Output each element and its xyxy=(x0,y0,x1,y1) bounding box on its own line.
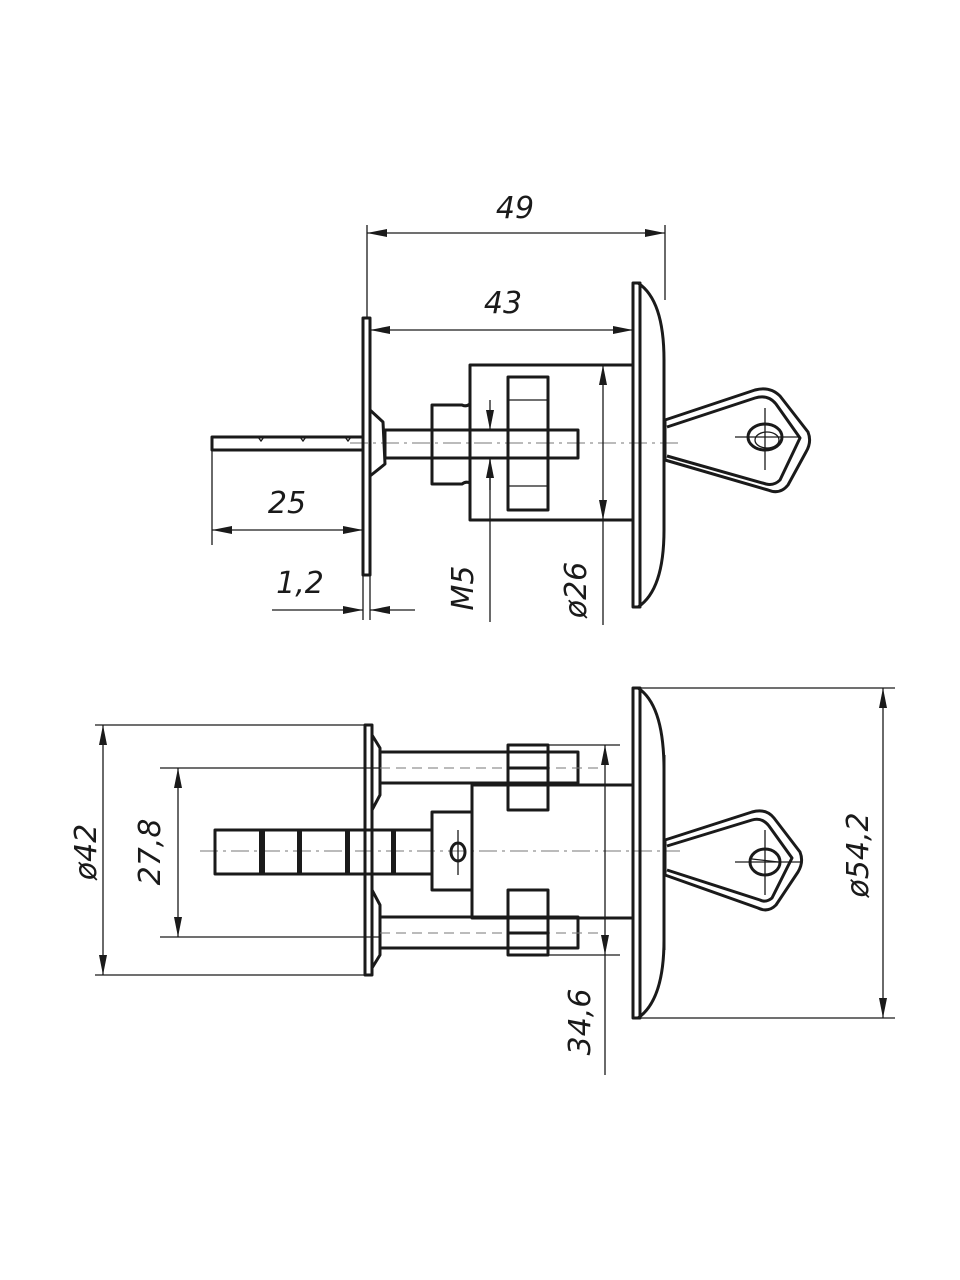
nuts xyxy=(506,743,550,957)
lock-body xyxy=(468,363,633,522)
dimension-label: ø26 xyxy=(559,562,594,620)
dimension-d54-2: ø54,2 xyxy=(640,687,895,1019)
square-rod xyxy=(213,828,434,876)
cam-gear xyxy=(506,375,550,512)
dimension-43: 43 xyxy=(370,286,633,334)
dimension-label: ø54,2 xyxy=(841,812,876,898)
key xyxy=(663,809,804,912)
front-flange xyxy=(631,686,666,1020)
dimension-label: 27,8 xyxy=(133,819,168,886)
dimension-label: 49 xyxy=(496,191,534,226)
dimension-label: ø42 xyxy=(69,824,104,882)
dimension-label: M5 xyxy=(446,566,481,611)
dimension-label: 43 xyxy=(484,286,522,321)
dimension-label: 34,6 xyxy=(563,989,598,1056)
dimension-1-2: 1,2 xyxy=(272,566,415,620)
top-view: 49 43 25 1,2 M5 ø26 xyxy=(210,191,812,625)
key xyxy=(663,387,812,494)
dimension-d42: ø42 xyxy=(69,724,365,976)
latch-block xyxy=(430,810,474,892)
dimension-34-6: 34,6 xyxy=(548,744,620,1075)
dimension-d26: ø26 xyxy=(559,365,607,625)
dimension-27-8: 27,8 xyxy=(133,767,380,938)
mounting-plate xyxy=(361,316,372,577)
dimension-25: 25 xyxy=(211,450,363,545)
dimension-m5: M5 xyxy=(446,400,494,622)
hex-nut xyxy=(430,402,472,486)
latch-rod xyxy=(210,435,365,452)
threaded-shaft xyxy=(383,428,580,460)
front-flange xyxy=(631,281,666,609)
bottom-view: ø42 27,8 34,6 ø54,2 xyxy=(69,686,895,1075)
dimension-label: 1,2 xyxy=(276,566,324,601)
dimension-label: 25 xyxy=(268,486,306,521)
dimension-49: 49 xyxy=(366,191,666,318)
plate-boss xyxy=(368,408,387,478)
